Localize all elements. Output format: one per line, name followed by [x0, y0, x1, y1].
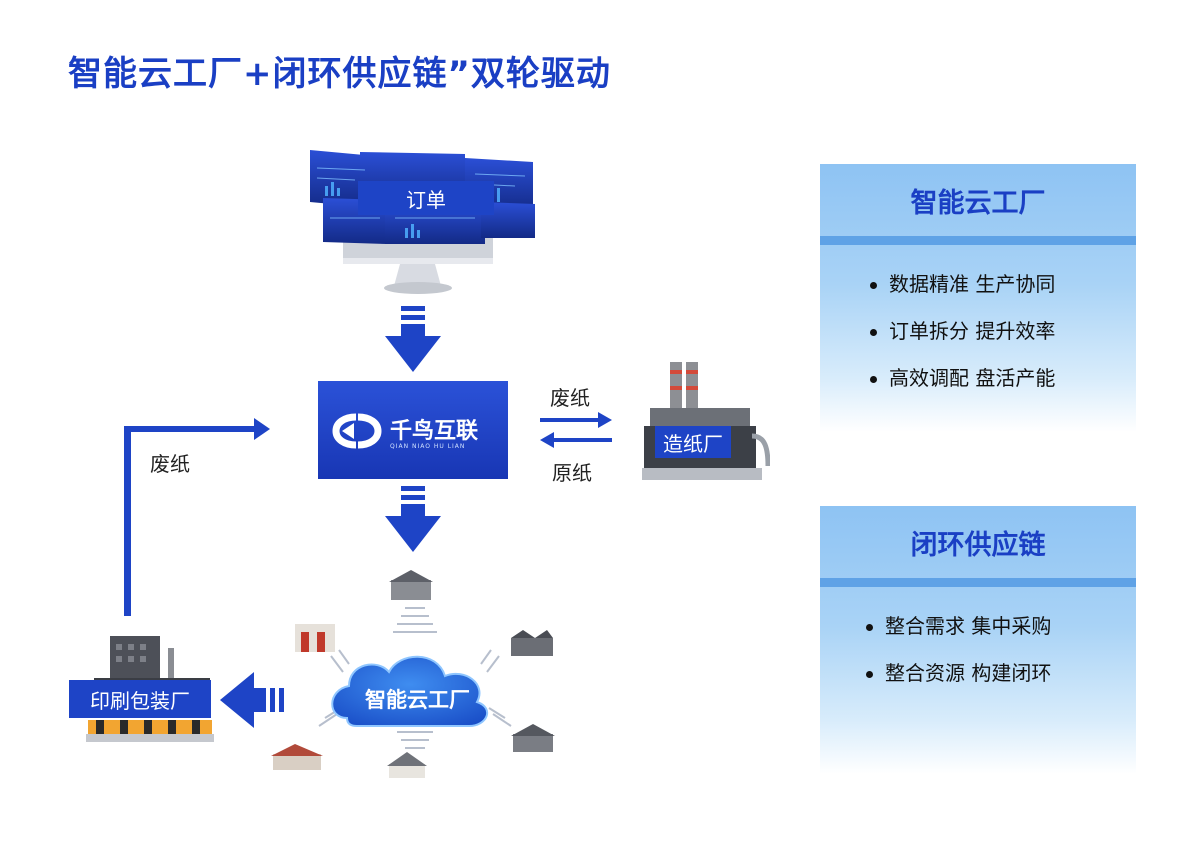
panel-list: 数据精准 生产协同 订单拆分 提升效率 高效调配 盘活产能: [820, 261, 1136, 402]
down-arrow-icon: [383, 306, 443, 374]
page-title: 智能云工厂+闭环供应链”双轮驱动: [68, 54, 611, 94]
printing-factory-label: 印刷包装厂: [69, 680, 211, 718]
right-arrow-icon: [540, 412, 612, 428]
list-item: 高效调配 盘活产能: [870, 355, 1136, 402]
panel-list: 整合需求 集中采购 整合资源 构建闭环: [820, 603, 1136, 697]
panel-title: 闭环供应链: [910, 529, 1046, 561]
list-item: 整合需求 集中采购: [866, 603, 1136, 650]
list-item: 整合资源 构建闭环: [866, 650, 1136, 697]
down-arrow-icon: [383, 486, 443, 554]
left-arrow-icon: [220, 672, 286, 728]
left-arrow-icon: [540, 432, 612, 448]
panel-title: 智能云工厂: [910, 187, 1046, 219]
panel-divider: [820, 578, 1136, 587]
paper-mill-label: 造纸厂: [655, 426, 731, 458]
hub-pinyin: QIAN NIAO HU LIAN: [390, 443, 466, 450]
cloud-network-illustration: [265, 568, 565, 784]
hub-name: 千鸟互联: [390, 419, 479, 444]
panel-divider: [820, 236, 1136, 245]
return-arrow-icon: [124, 418, 274, 618]
cloud-label: 智能云工厂: [365, 688, 470, 712]
raw-paper-label: 原纸: [552, 461, 592, 485]
return-waste-paper-label: 废纸: [150, 452, 190, 476]
list-item: 订单拆分 提升效率: [870, 308, 1136, 355]
list-item: 数据精准 生产协同: [870, 261, 1136, 308]
paper-mill-illustration: [640, 356, 771, 486]
closed-loop-supply-panel: 闭环供应链 整合需求 集中采购 整合资源 构建闭环: [820, 506, 1136, 774]
smart-factory-panel: 智能云工厂 数据精准 生产协同 订单拆分 提升效率 高效调配 盘活产能: [820, 164, 1136, 432]
hub-logo-icon: [332, 413, 382, 449]
order-label: 订单: [358, 181, 494, 215]
hub-box: 千鸟互联 QIAN NIAO HU LIAN: [318, 381, 508, 479]
waste-paper-label: 废纸: [550, 386, 590, 410]
monitor-illustration: [305, 148, 540, 308]
